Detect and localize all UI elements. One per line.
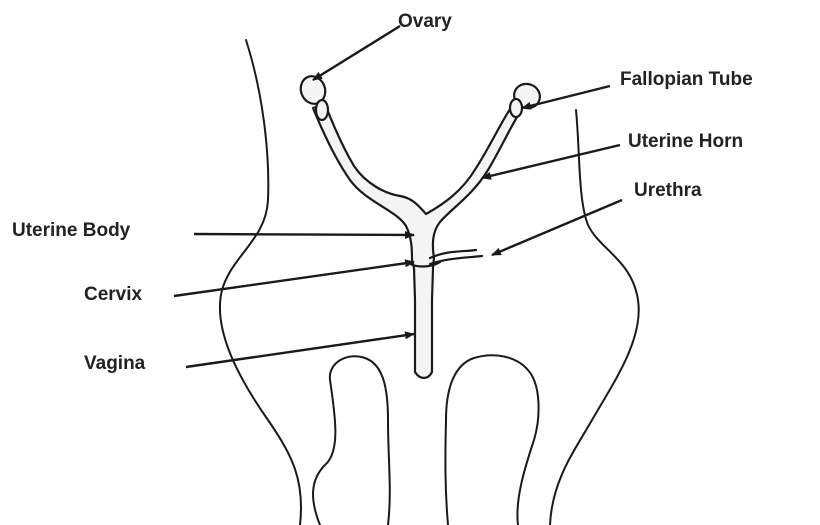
uterus-outline bbox=[313, 104, 520, 378]
right-fallopian-tube bbox=[510, 99, 522, 117]
uterine-horn-label: Uterine Horn bbox=[628, 132, 743, 151]
uterine-body-arrow bbox=[194, 234, 414, 235]
vagina-label: Vagina bbox=[84, 354, 145, 373]
left-fallopian-tube bbox=[316, 100, 328, 120]
cervix-arrow bbox=[174, 262, 414, 296]
urethra-arrow bbox=[492, 200, 622, 255]
uterine-body-label: Uterine Body bbox=[12, 221, 130, 240]
body-outline-right bbox=[550, 110, 639, 525]
urethra-label: Urethra bbox=[634, 181, 702, 200]
vagina-arrow bbox=[186, 334, 414, 367]
ovary-arrow bbox=[313, 26, 400, 80]
leg-outline-right bbox=[445, 355, 538, 525]
cervix-label: Cervix bbox=[84, 285, 142, 304]
urethra-line-lower bbox=[430, 256, 482, 264]
body-outline-left bbox=[220, 40, 301, 525]
leg-outline-left bbox=[313, 356, 390, 525]
fallopian-tube-label: Fallopian Tube bbox=[620, 70, 753, 89]
ovary-label: Ovary bbox=[398, 12, 452, 31]
uterine-horn-arrow bbox=[482, 145, 620, 178]
